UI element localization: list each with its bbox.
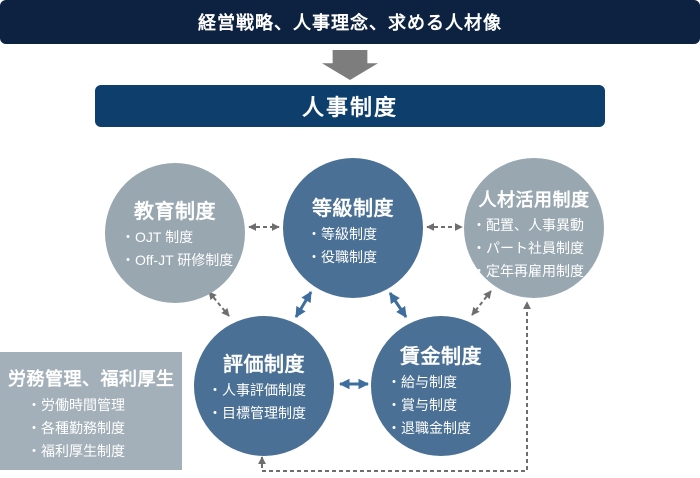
circle-item: ・目標管理制度	[208, 405, 306, 421]
circle-grade-system: 等級制度 ・等級制度 ・役職制度	[283, 158, 423, 298]
strategy-banner-label: 経営戦略、人事理念、求める人材像	[198, 13, 502, 33]
labor-welfare-item: ・労働時間管理	[27, 397, 125, 413]
circle-title: 賃金制度	[400, 346, 482, 368]
hr-system-title-box: 人事制度	[95, 85, 605, 127]
down-arrow-icon	[322, 50, 378, 80]
circle-item: ・OJT 制度	[121, 229, 194, 245]
connector-education-evaluation-dashed	[208, 291, 230, 317]
circle-item: ・Off-JT 研修制度	[121, 252, 234, 268]
strategy-banner: 経営戦略、人事理念、求める人材像	[0, 0, 700, 44]
circle-title: 評価制度	[223, 354, 305, 376]
circle-item: ・パート社員制度	[472, 240, 584, 256]
circle-item: ・賞与制度	[387, 397, 457, 413]
labor-welfare-box: 労務管理、福利厚生 ・労働時間管理 ・各種勤務制度 ・福利厚生制度	[0, 352, 182, 470]
labor-welfare-item: ・福利厚生制度	[27, 443, 125, 459]
circle-item: ・退職金制度	[387, 420, 471, 436]
connector-grade-evaluation-solid	[294, 291, 313, 318]
circle-evaluation-system: 評価制度 ・人事評価制度 ・目標管理制度	[194, 316, 334, 456]
circle-item: ・給与制度	[387, 374, 457, 390]
labor-welfare-title: 労務管理、福利厚生	[8, 369, 175, 389]
circle-education-system: 教育制度 ・OJT 制度 ・Off-JT 研修制度	[105, 163, 245, 303]
circle-item: ・配置、人事異動	[472, 217, 584, 233]
connector-talent-wage-dashed	[471, 290, 492, 316]
hr-system-title: 人事制度	[301, 95, 398, 120]
circle-title: 人材活用制度	[478, 190, 590, 210]
circle-item: ・等級制度	[307, 226, 377, 242]
circle-item: ・役職制度	[307, 249, 377, 265]
labor-welfare-item: ・各種勤務制度	[27, 420, 125, 436]
circle-talent-utilization-system: 人材活用制度 ・配置、人事異動 ・パート社員制度 ・定年再雇用制度	[464, 158, 604, 298]
circle-item: ・定年再雇用制度	[472, 263, 584, 279]
circle-wage-system: 賃金制度 ・給与制度 ・賞与制度 ・退職金制度	[371, 316, 511, 456]
connector-grade-wage-solid	[388, 292, 408, 318]
circle-item: ・人事評価制度	[208, 382, 306, 398]
circle-title: 等級制度	[312, 198, 394, 220]
circle-title: 教育制度	[134, 201, 216, 223]
